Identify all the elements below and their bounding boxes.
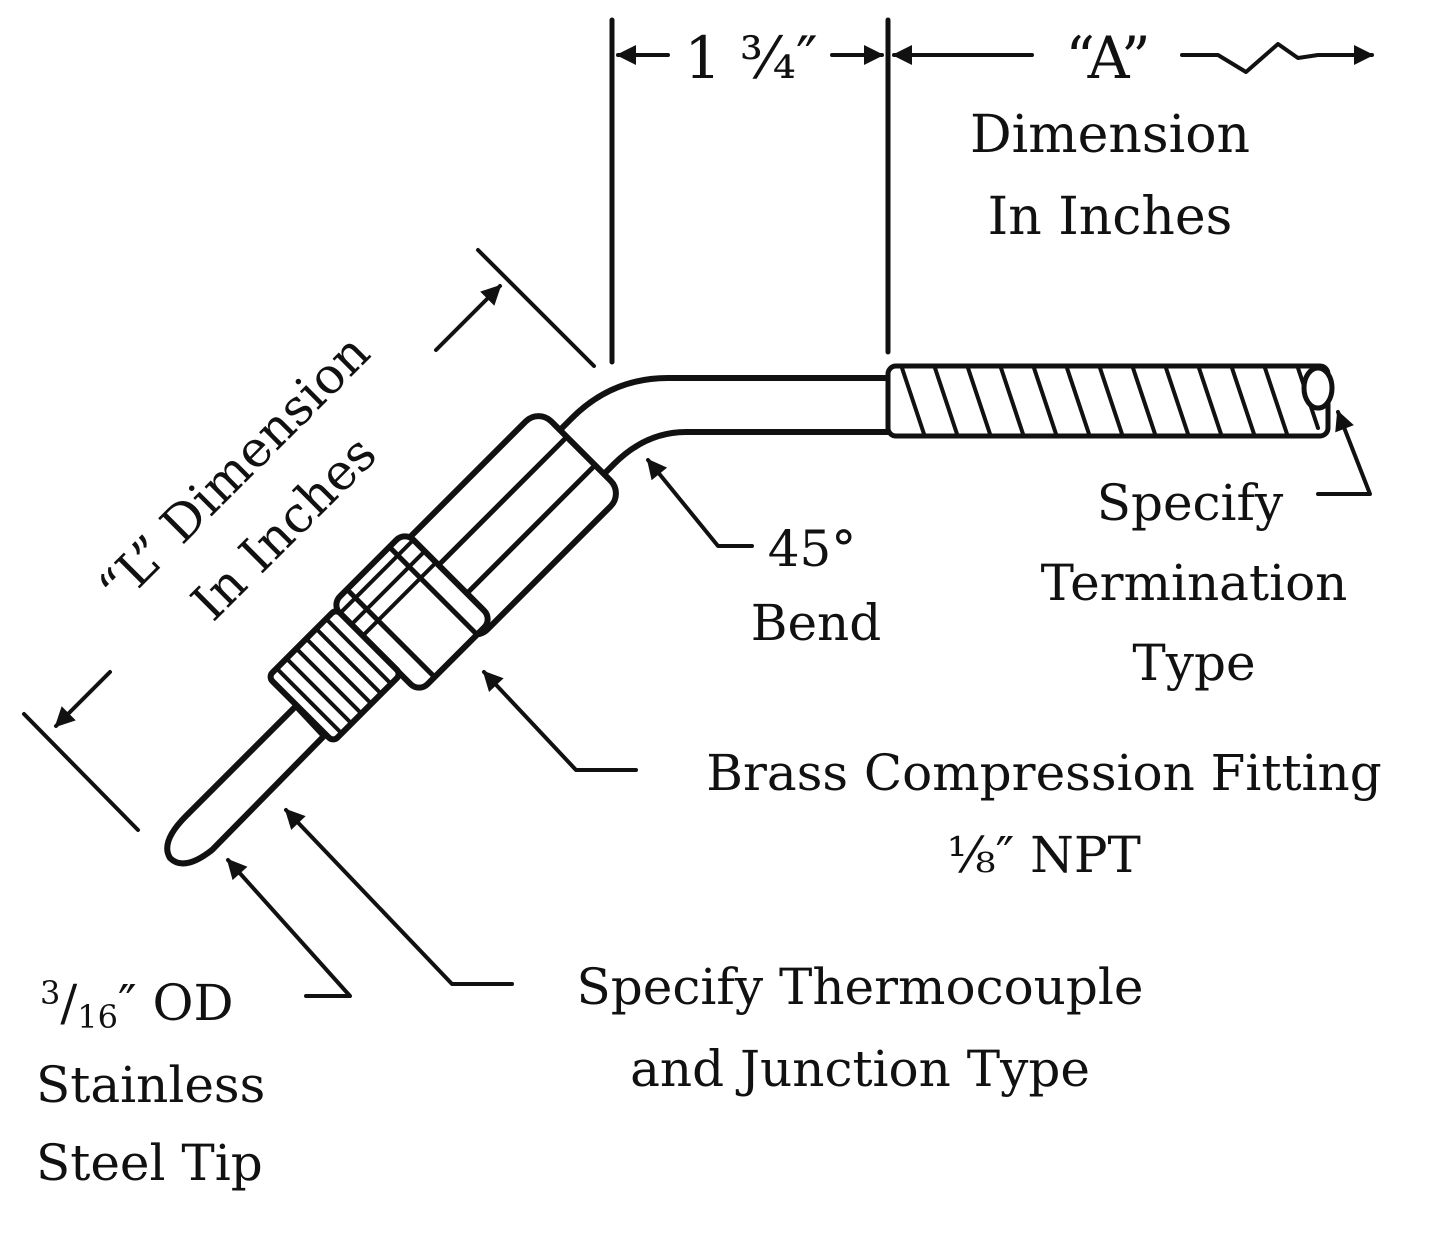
flex-armor-end [1301, 365, 1335, 411]
fitting-hex-body [333, 533, 491, 691]
termination-leader [1316, 410, 1372, 496]
tip-label-line3: Steel Tip [36, 1134, 263, 1192]
tip-label-line2: Stainless [36, 1056, 265, 1114]
fitting-label-line2: ⅛″ NPT [947, 826, 1141, 884]
termination-label-line2: Termination [1041, 554, 1348, 612]
labels: 1 ¾″ “A” Dimension In Inches “L” Dimensi… [36, 24, 1382, 1192]
bend-leader [646, 458, 754, 548]
a-dimension-caption-line1: Dimension [970, 105, 1250, 165]
a-dimension-caption-line2: In Inches [988, 187, 1233, 247]
sheath-bottom-edge [569, 429, 891, 509]
fitting-hex-flat-2 [344, 586, 438, 680]
npt-thread-lines [274, 616, 394, 736]
bend-length-label: 1 ¾″ [684, 24, 817, 92]
fitting-hex-threads [337, 537, 439, 639]
probe-assembly [164, 363, 1335, 867]
a-dimension-break-line [1180, 42, 1374, 74]
tip-fraction-denominator: 16 [77, 998, 118, 1036]
l-dimension-arrow-bottom [54, 670, 112, 728]
tip-fraction-numerator: 3 [40, 974, 60, 1012]
thermocouple-leader [284, 808, 514, 986]
flex-armor-cable [885, 363, 1335, 439]
fitting-label-line1: Brass Compression Fitting [706, 744, 1382, 802]
tip-label-line1: 3/16″ OD [40, 974, 234, 1036]
tip-leader [226, 858, 352, 998]
fitting-hex-flat-1 [386, 544, 480, 638]
stainless-tip [164, 703, 327, 867]
termination-label-line1: Specify [1097, 474, 1284, 532]
termination-label-line3: Type [1132, 634, 1255, 692]
l-extension-line-top [476, 248, 596, 368]
tip-fraction-slash: / [60, 974, 77, 1032]
fitting-leader [482, 670, 638, 772]
flex-armor-ridges [900, 366, 1320, 436]
thermocouple-label-line1: Specify Thermocouple [577, 958, 1144, 1016]
l-extension-line-bottom [22, 712, 140, 832]
compression-nut-flat-1 [418, 437, 567, 586]
tip-label-od: ″ OD [118, 974, 234, 1032]
sheath-top-edge [529, 375, 891, 461]
bend-label-line1: 45° [768, 520, 857, 578]
bend-label-line2: Bend [751, 594, 882, 652]
dimension-lines [22, 17, 1374, 832]
a-dimension-label: “A” [1065, 24, 1150, 92]
leader-lines [226, 410, 1372, 998]
thermocouple-label-line2: and Junction Type [630, 1040, 1090, 1098]
compression-nut-flat-2 [446, 465, 595, 614]
l-dimension-arrow-top [434, 284, 502, 352]
